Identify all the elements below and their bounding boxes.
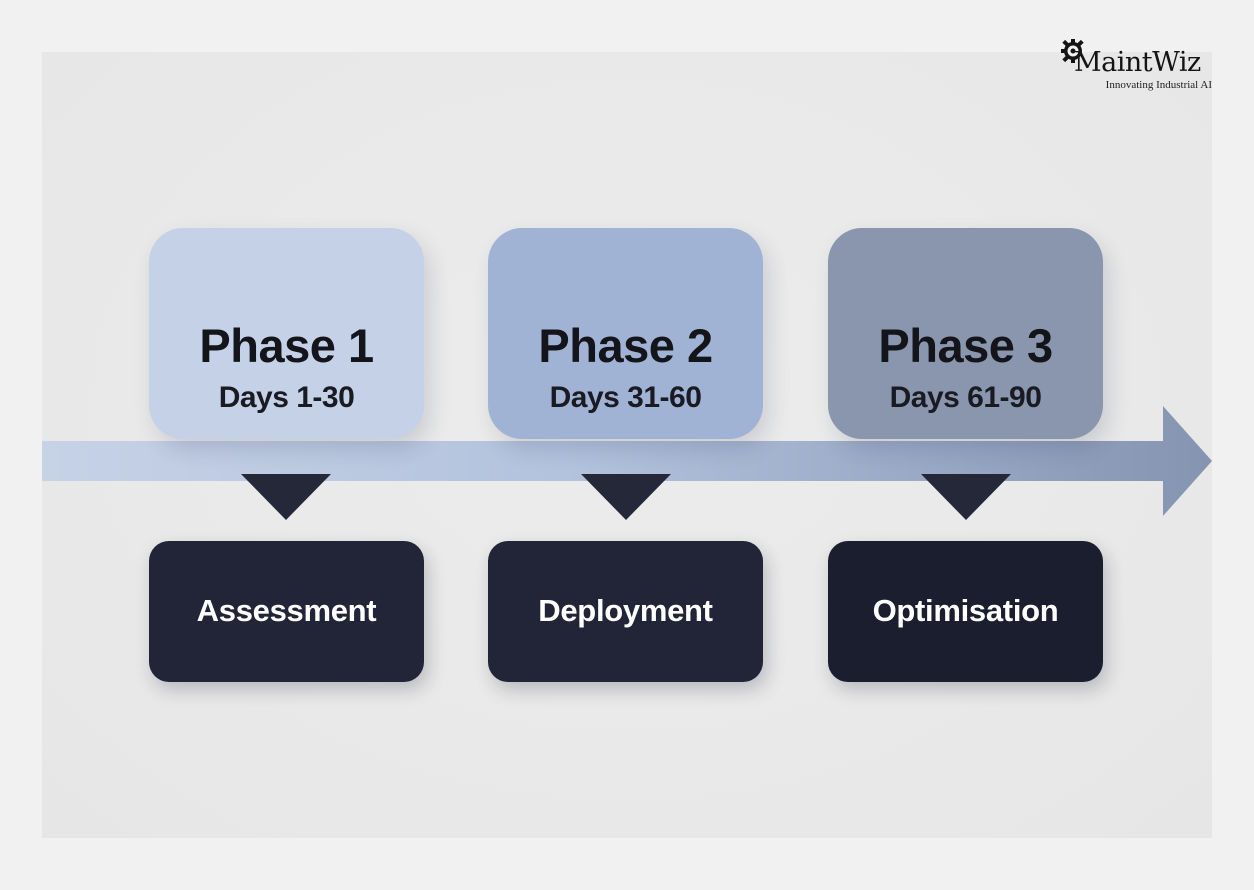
phase-1-box: Phase 1 Days 1-30 [149, 228, 424, 439]
phase-title: Phase 1 [199, 319, 374, 372]
phase-3-box: Phase 3 Days 61-90 [828, 228, 1103, 439]
activity-box-assessment: Assessment [149, 541, 424, 682]
activity-box-optimisation: Optimisation [828, 541, 1103, 682]
diagram-canvas [42, 52, 1212, 838]
phase-2-box: Phase 2 Days 31-60 [488, 228, 763, 439]
phase-days: Days 31-60 [549, 381, 702, 414]
logo-wordmark: MaintWiz [1074, 47, 1201, 78]
activity-box-deployment: Deployment [488, 541, 763, 682]
phase-days: Days 1-30 [218, 381, 355, 414]
activity-label: Deployment [538, 593, 713, 628]
activity-label: Assessment [196, 593, 377, 628]
pointer-triangle-icon [581, 474, 671, 520]
activity-label: Optimisation [872, 593, 1059, 628]
pointer-triangle-icon [241, 474, 331, 520]
phase-title: Phase 3 [878, 319, 1053, 372]
phase-days: Days 61-90 [889, 381, 1042, 414]
pointer-triangle-icon [921, 474, 1011, 520]
logo-tagline: Innovating Industrial AI [1105, 79, 1212, 91]
phase-title: Phase 2 [538, 319, 713, 372]
maintwiz-logo: MaintWiz Innovating Industrial AI [1060, 38, 1214, 94]
gear-icon [1061, 39, 1084, 63]
